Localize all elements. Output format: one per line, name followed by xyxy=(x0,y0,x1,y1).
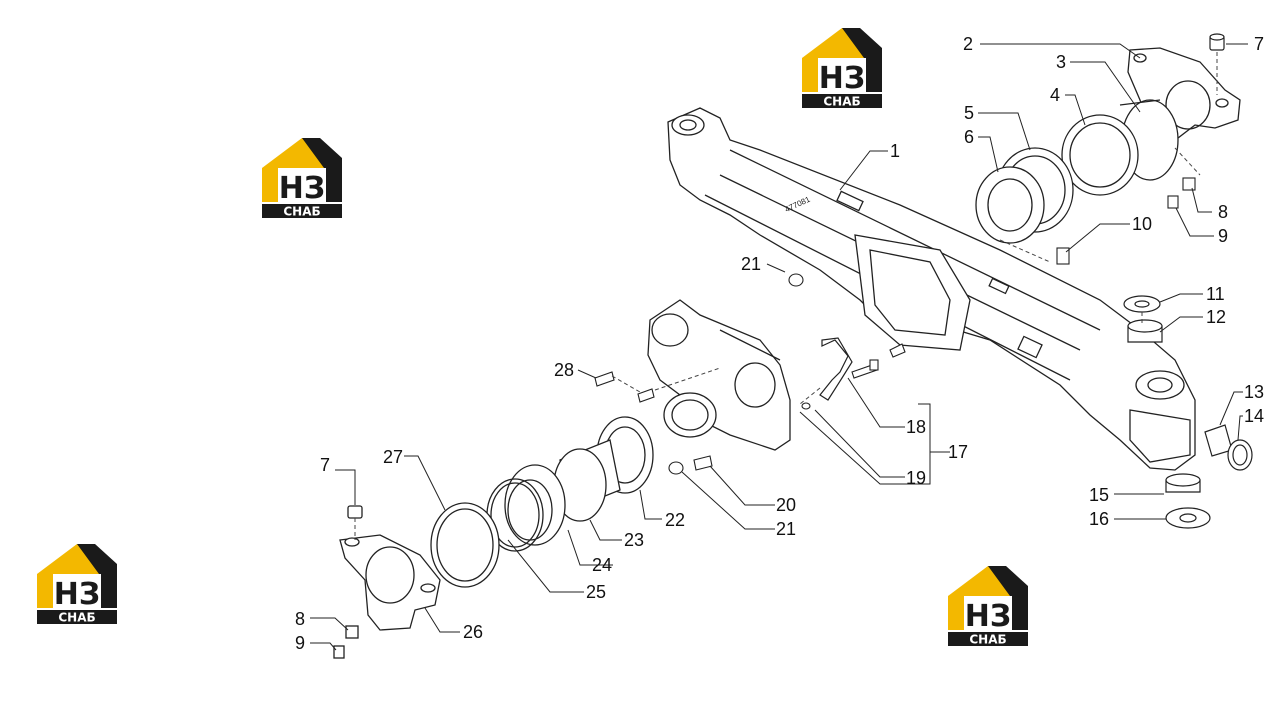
svg-text:СНАБ: СНАБ xyxy=(823,95,860,109)
washer-part xyxy=(1123,295,1161,313)
callout-21b: 21 xyxy=(776,519,796,539)
callout-26: 26 xyxy=(463,622,483,642)
callout-13: 13 xyxy=(1244,382,1264,402)
callout-8: 8 xyxy=(1218,202,1228,222)
bushing-part xyxy=(1127,319,1163,343)
clamp-half-part xyxy=(819,337,853,401)
callout-14: 14 xyxy=(1244,406,1264,426)
callout-19: 19 xyxy=(906,468,926,488)
brand-logo: НЗ СНАБ xyxy=(37,544,117,625)
callout-16: 16 xyxy=(1089,509,1109,529)
brand-logo: НЗ СНАБ xyxy=(802,28,882,109)
thrust-bushing-part xyxy=(1165,473,1211,529)
brand-logo: НЗ СНАБ xyxy=(948,566,1028,647)
svg-text:НЗ: НЗ xyxy=(54,577,100,612)
callout-9: 9 xyxy=(1218,226,1228,246)
callout-27: 27 xyxy=(383,447,403,467)
callout-28: 28 xyxy=(554,360,574,380)
dowel-pin-part xyxy=(594,273,811,475)
brand-logo: НЗ СНАБ xyxy=(262,138,342,219)
callout-12: 12 xyxy=(1206,307,1226,327)
bearing-race-part xyxy=(553,439,621,522)
bolt-part xyxy=(851,343,906,379)
callout-8b: 8 xyxy=(295,609,305,629)
svg-text:СНАБ: СНАБ xyxy=(58,611,95,625)
callout-5: 5 xyxy=(964,103,974,123)
bearing-cone-part xyxy=(1061,114,1139,196)
callout-24: 24 xyxy=(592,555,612,575)
leader-lines xyxy=(310,43,1248,651)
callout-20: 20 xyxy=(776,495,796,515)
seal-ring-lower-part xyxy=(430,502,500,588)
callout-7b: 7 xyxy=(320,455,330,475)
callout-18: 18 xyxy=(906,417,926,437)
callout-25: 25 xyxy=(586,582,606,602)
axle-housing-part: 477081 xyxy=(667,107,1196,471)
callout-2: 2 xyxy=(963,34,973,54)
callout-11: 11 xyxy=(1206,284,1225,304)
svg-text:СНАБ: СНАБ xyxy=(969,633,1006,647)
svg-text:НЗ: НЗ xyxy=(819,61,865,96)
svg-text:НЗ: НЗ xyxy=(965,599,1011,634)
callout-21: 21 xyxy=(741,254,761,274)
carrier-housing-part xyxy=(647,299,791,451)
cap-screw-part xyxy=(1209,33,1225,51)
svg-text:СНАБ: СНАБ xyxy=(283,205,320,219)
callout-15: 15 xyxy=(1089,485,1109,505)
callout-labels: 2 3 4 5 6 7 1 8 9 10 11 12 13 14 15 16 2… xyxy=(295,34,1264,653)
callout-22: 22 xyxy=(665,510,685,530)
bearing-cylinder-part xyxy=(504,464,566,546)
callout-23: 23 xyxy=(624,530,644,550)
callout-7: 7 xyxy=(1254,34,1264,54)
callout-10: 10 xyxy=(1132,214,1152,234)
axis-dashed-lines xyxy=(354,52,1218,540)
callout-6: 6 xyxy=(964,127,974,147)
callout-17: 17 xyxy=(948,442,968,462)
callout-4: 4 xyxy=(1050,85,1060,105)
bearing-bracket-lower xyxy=(333,505,441,659)
svg-text:НЗ: НЗ xyxy=(279,171,325,206)
callout-9b: 9 xyxy=(295,633,305,653)
grease-fitting-part xyxy=(1056,177,1196,265)
callout-3: 3 xyxy=(1056,52,1066,72)
pin-part xyxy=(1204,424,1253,471)
dust-cover-part xyxy=(975,166,1045,244)
callout-1: 1 xyxy=(890,141,900,161)
